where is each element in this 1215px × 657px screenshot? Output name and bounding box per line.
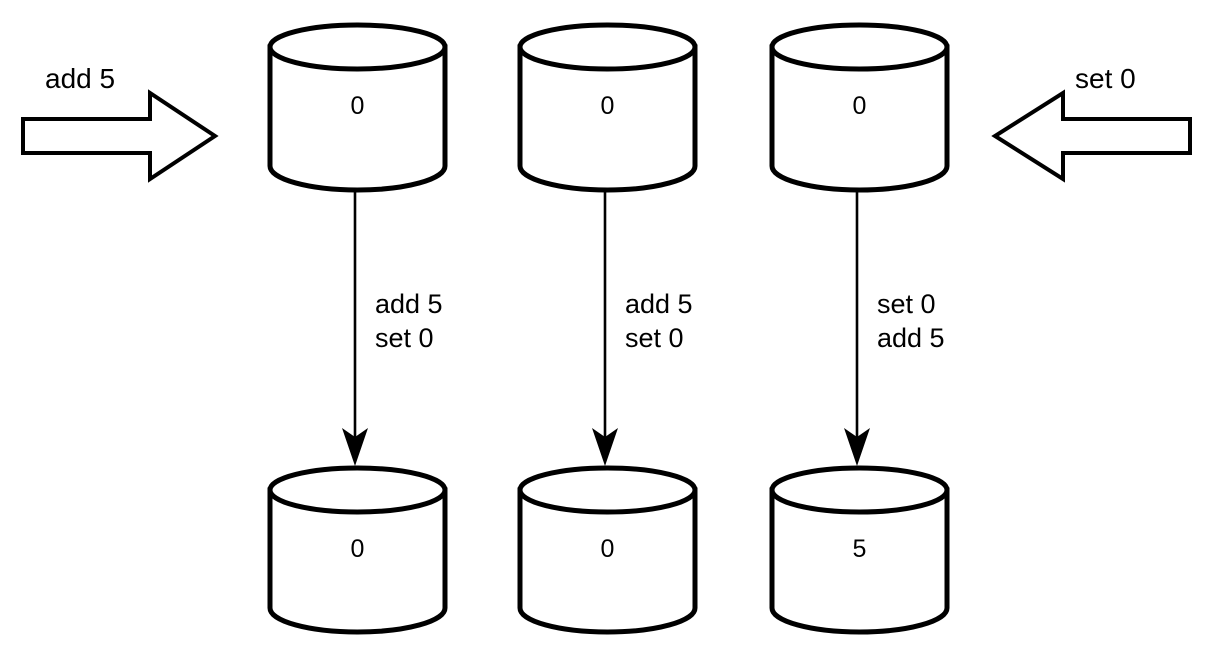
replica-1-before-cylinder — [267, 22, 448, 193]
replica-1-op-1: add 5 — [375, 289, 443, 319]
replica-1-connector — [342, 189, 368, 466]
block-arrow-left-icon — [991, 89, 1192, 183]
replica-2-before-value: 0 — [601, 92, 615, 120]
replica-2-connector — [592, 189, 618, 466]
replica-3-op-1: set 0 — [877, 289, 936, 319]
replica-3-before-value: 0 — [853, 92, 867, 120]
replica-3-after-value: 5 — [853, 535, 867, 563]
replica-3-connector — [844, 189, 870, 466]
block-arrow-right-icon — [21, 89, 219, 183]
replica-1-after-value: 0 — [351, 535, 365, 563]
left-input-label: add 5 — [45, 63, 115, 94]
replica-3-after-cylinder — [769, 465, 950, 635]
replica-1-before-value: 0 — [351, 92, 365, 120]
replica-3-op-2: add 5 — [877, 323, 945, 353]
replica-3-before-cylinder — [769, 22, 950, 193]
replica-2-after-cylinder — [517, 465, 698, 635]
replica-2-before-cylinder — [517, 22, 698, 193]
right-input-label: set 0 — [1075, 63, 1136, 94]
replica-2-after-value: 0 — [601, 535, 615, 563]
replica-2-op-2: set 0 — [625, 323, 684, 353]
replica-1-after-cylinder — [267, 465, 448, 635]
replica-1-op-2: set 0 — [375, 323, 434, 353]
replica-2-op-1: add 5 — [625, 289, 693, 319]
